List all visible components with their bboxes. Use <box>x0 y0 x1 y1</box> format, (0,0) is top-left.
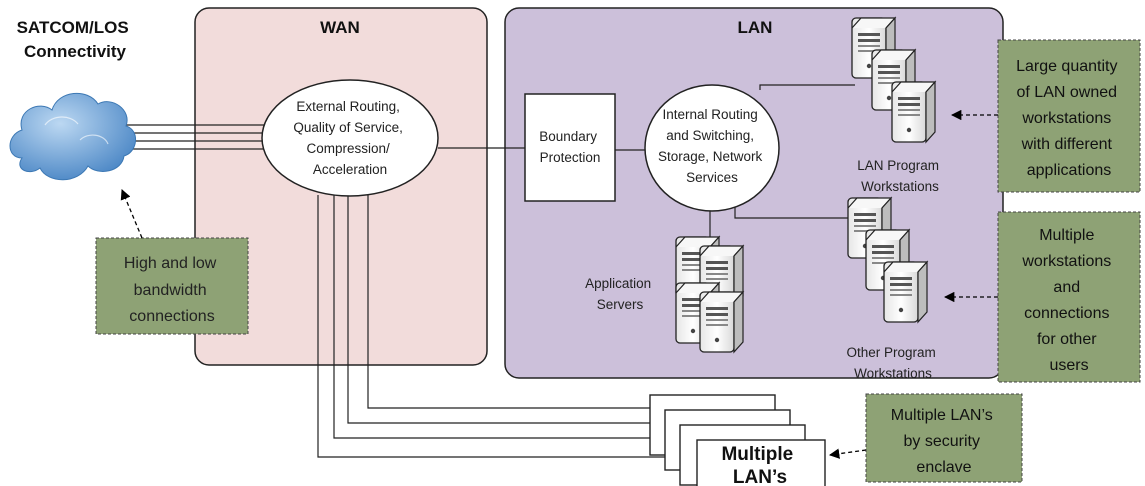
other-program-workstations-label: Other Program Workstations <box>846 345 939 381</box>
svg-text:High and low bandwidth: High and low bandwidth connections <box>124 255 220 325</box>
internal-routing-node <box>644 84 780 212</box>
boundary-protection-label: Boundary Protection <box>539 129 601 165</box>
wan-lan-stack-links <box>317 195 700 458</box>
internal-routing-label: Internal Routing and Switching, Storage,… <box>658 107 766 185</box>
multiple-lans-stack <box>649 394 826 486</box>
external-routing-node <box>261 79 439 197</box>
lan-label: LAN <box>738 18 773 37</box>
external-routing-label: External Routing, Quality of Service, Co… <box>293 99 406 177</box>
callout-enclave: Multiple LAN’s by security enclave <box>865 393 1023 483</box>
wan-label: WAN <box>320 18 360 37</box>
callout-arrows <box>120 109 998 459</box>
callout-multiple-workstations: Multiple workstations and connections fo… <box>997 211 1141 383</box>
multiple-lans-label: Multiple LAN’s <box>721 444 798 486</box>
application-servers-label: Application Servers <box>585 276 655 312</box>
application-servers-icon <box>675 236 744 353</box>
svg-text:Multiple workstations: Multiple workstations and connections fo… <box>1021 227 1115 374</box>
callout-bandwidth: High and low bandwidth connections <box>95 237 249 335</box>
callout-lan-owned: Large quantity of LAN owned workstations… <box>997 39 1141 193</box>
svg-text:Large quantity of LAN ow: Large quantity of LAN owned workstations… <box>1016 58 1122 179</box>
svg-text:Multiple LAN’s by securi: Multiple LAN’s by security enclave <box>891 407 997 476</box>
cloud-icon <box>9 92 136 181</box>
lan-program-workstations-label: LAN Program Workstations <box>857 158 943 194</box>
boundary-protection-node <box>524 93 616 202</box>
page-title: SATCOM/LOS Connectivity <box>17 18 134 61</box>
